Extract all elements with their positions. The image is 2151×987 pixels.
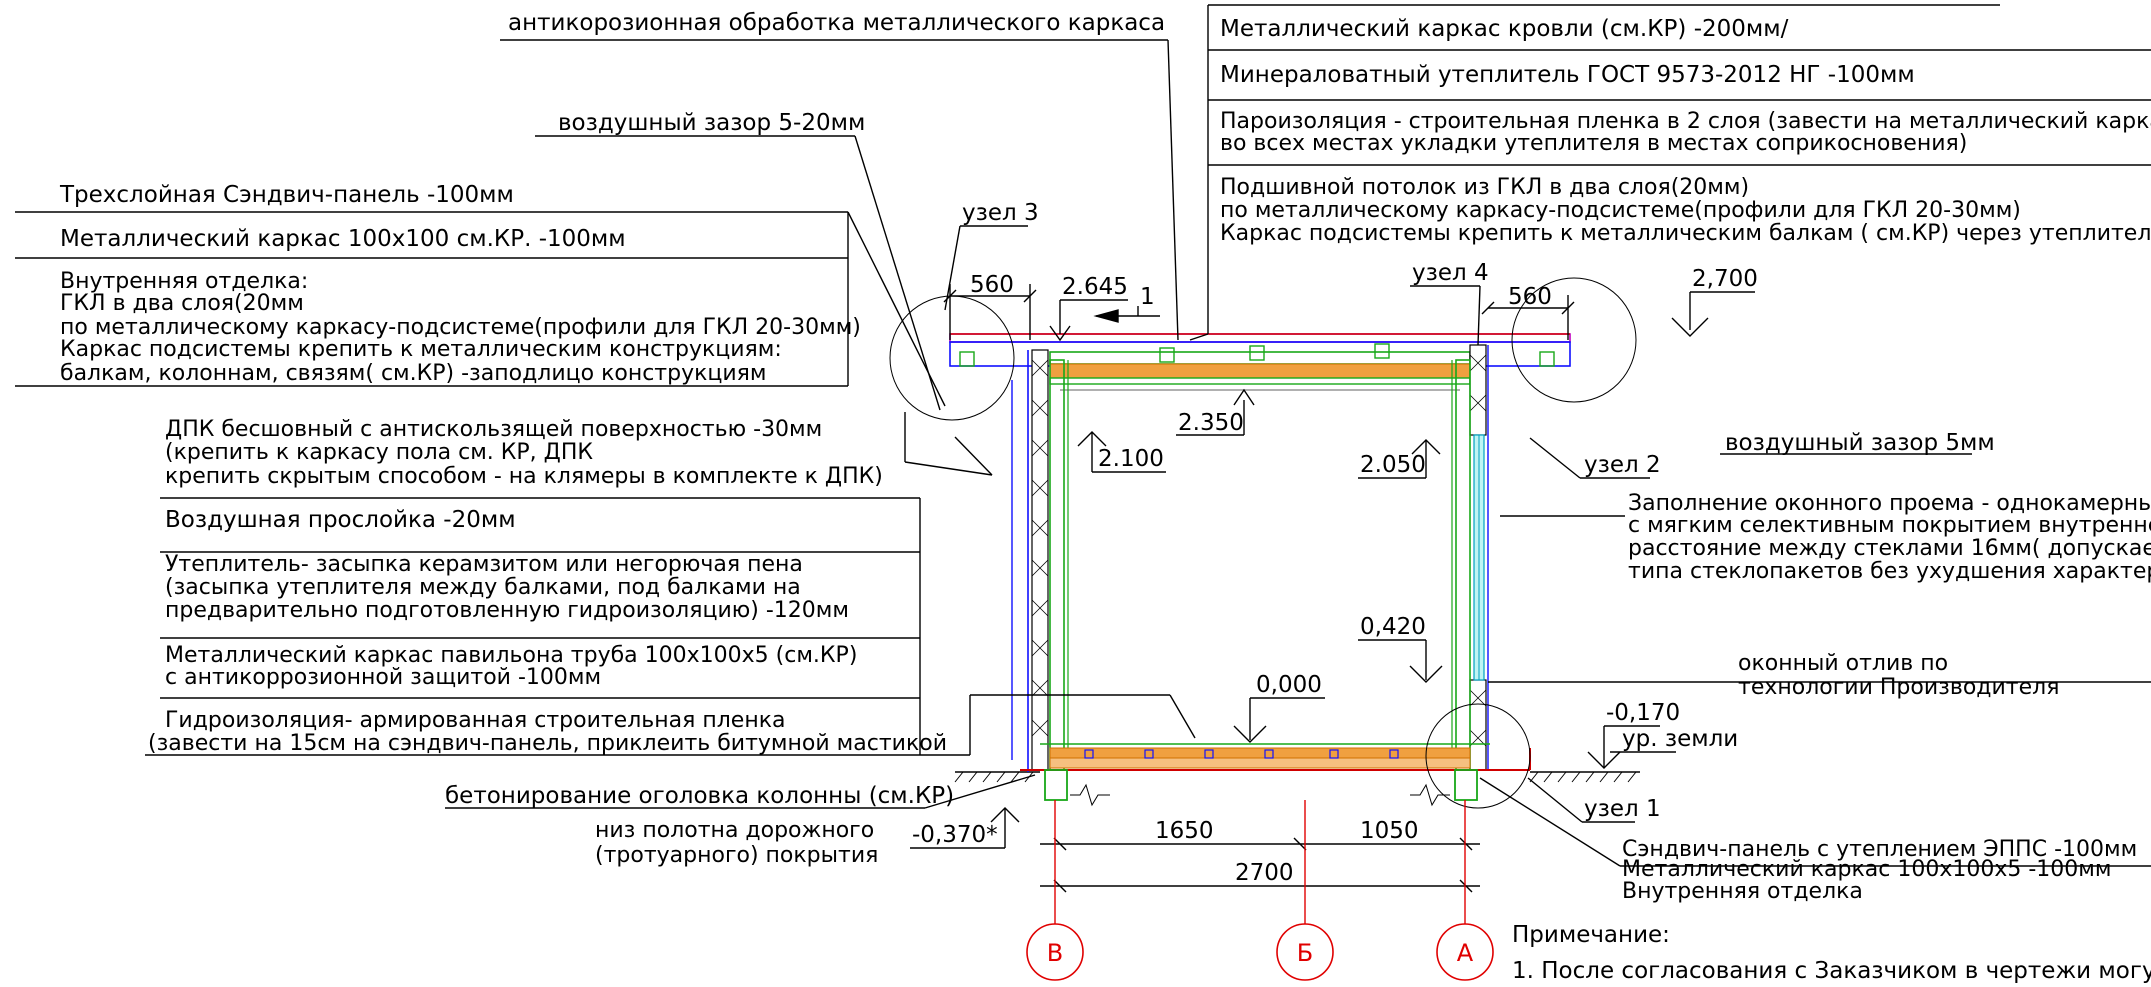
callout-wall-sandwich: Трехслойная Сэндвич-панель -100мм	[59, 182, 514, 208]
axis-label-b: Б	[1297, 939, 1313, 967]
node-label-1: узел 1	[1584, 796, 1661, 822]
dimension-labels: 560 560 1 1650 1050 2700	[970, 272, 1552, 886]
wall-finish-line: ГКЛ в два слоя(20мм	[60, 291, 304, 316]
node-label-4: узел 4	[1412, 260, 1489, 286]
floor-insul-line: Утеплитель- засыпка керамзитом или негор…	[165, 552, 803, 577]
axis-marker-a	[1436, 923, 1494, 981]
sill-line: технологии Производителя	[1738, 675, 2059, 700]
slope-label: 1	[1140, 284, 1155, 310]
floor-dpk-line: ДПК бесшовный с антискользящей поверхнос…	[165, 417, 822, 442]
axis-label-v: В	[1047, 939, 1063, 967]
sill-line: оконный отлив по	[1738, 651, 1948, 676]
floor-frame-line: Металлический каркас павильона труба 100…	[165, 643, 857, 668]
wall-finish-line: Каркас подсистемы крепить к металлически…	[60, 337, 782, 362]
callout-window: Заполнение оконного проема - однокамерны…	[1628, 491, 2151, 584]
level-2350: 2.350	[1178, 410, 1244, 436]
level-0420: 0,420	[1360, 614, 1426, 640]
wall-finish-line: балкам, колоннам, связям( см.КР) -заподл…	[60, 361, 767, 386]
level-2645: 2.645	[1062, 274, 1128, 300]
leader-lines	[15, 4, 2151, 867]
node-label-3: узел 3	[962, 200, 1039, 226]
vapor-line: во всех местах укладки утеплителя в мест…	[1220, 131, 1967, 156]
floor-dpk-line: крепить скрытым способом - на клямеры в …	[165, 464, 883, 489]
note-title: Примечание:	[1512, 922, 1670, 948]
level-2050: 2.050	[1360, 452, 1426, 478]
window-line: расстояние между стеклами 16мм( допускае…	[1628, 536, 2151, 561]
dim-1050: 1050	[1360, 818, 1419, 844]
level-2100: 2.100	[1098, 446, 1164, 472]
level-2700: 2,700	[1692, 266, 1758, 292]
node-label-2: узел 2	[1584, 452, 1661, 478]
level-minus-0170: -0,170	[1606, 700, 1680, 726]
dim-560-left: 560	[970, 272, 1014, 298]
dim-2700: 2700	[1235, 860, 1294, 886]
callout-pavement: низ полотна дорожного (тротуарного) покр…	[595, 818, 878, 868]
dimension-lines	[943, 284, 1575, 893]
callout-sill: оконный отлив по технологии Производител…	[1738, 651, 2059, 700]
floor-insul-line: предварительно подготовленную гидроизоля…	[165, 598, 849, 623]
sandwich-epps-line: Сэндвич-панель с утеплением ЭППС -100мм	[1622, 837, 2137, 862]
callout-vapor: Пароизоляция - строительная пленка в 2 с…	[1220, 109, 2151, 156]
callout-floor-dpk: ДПК бесшовный с антискользящей поверхнос…	[165, 417, 883, 489]
level-minus-0370: -0,370*	[912, 822, 998, 848]
callout-floor-waterproof: Гидроизоляция- армированная строительная…	[148, 708, 947, 756]
floor-frame-line: с антикоррозионной защитой -100мм	[165, 665, 601, 690]
callout-ceiling: Подшивной потолок из ГКЛ в два слоя(20мм…	[1220, 175, 2151, 246]
callout-texts: антикорозионная обработка металлического…	[59, 10, 2151, 984]
callout-column-head: бетонирование оголовка колонны (см.КР)	[445, 783, 954, 809]
level-labels: 2.645 2,700 2.350 2.100 2.050 0,420 0,00…	[912, 266, 1758, 848]
callout-floor-air: Воздушная прослойка -20мм	[165, 507, 516, 533]
pavement-line: низ полотна дорожного	[595, 818, 874, 843]
floor-waterproof-line: (завести на 15см на сэндвич-панель, прик…	[148, 731, 947, 756]
grid-axes: В Б А	[1026, 800, 1494, 981]
axis-marker-b	[1276, 923, 1334, 981]
node-labels: узел 3 узел 4 узел 2 узел 1	[962, 200, 1661, 822]
level-0000: 0,000	[1256, 672, 1322, 698]
pavilion-section	[889, 277, 1640, 809]
wall-finish-line: по металлическому каркасу-подсистеме(про…	[60, 315, 861, 340]
axis-marker-v	[1026, 923, 1084, 981]
window-line: Заполнение оконного проема - однокамерны…	[1628, 491, 2151, 516]
callout-wall-finish: Внутренняя отделка: ГКЛ в два слоя(20мм …	[60, 269, 861, 386]
vapor-line: Пароизоляция - строительная пленка в 2 с…	[1220, 109, 2151, 134]
level-marks	[910, 291, 1755, 849]
sandwich-epps-line: Металлический каркас 100х100х5 -100мм	[1622, 857, 2111, 882]
callout-sandwich-epps: Сэндвич-панель с утеплением ЭППС -100мм …	[1622, 837, 2137, 904]
axis-label-a: А	[1457, 939, 1474, 967]
wall-finish-line: Внутренняя отделка:	[60, 269, 308, 294]
callout-roof-frame: Металлический каркас кровли (см.КР) -200…	[1220, 16, 1789, 42]
ground-level-label: ур. земли	[1622, 726, 1738, 752]
callout-air-gap-5: воздушный зазор 5мм	[1725, 430, 1995, 456]
dim-560-right: 560	[1508, 284, 1552, 310]
floor-waterproof-line: Гидроизоляция- армированная строительная…	[165, 708, 785, 733]
callout-floor-frame: Металлический каркас павильона труба 100…	[165, 643, 857, 690]
ceiling-line: Каркас подсистемы крепить к металлически…	[1220, 221, 2151, 246]
window-line: типа стеклопакетов без ухудшения характе…	[1628, 559, 2151, 584]
callout-wall-frame: Металлический каркас 100х100 см.КР. -100…	[60, 226, 626, 252]
floor-dpk-line: (крепить к каркасу пола см. КР, ДПК	[165, 440, 593, 465]
callout-anticorrosion: антикорозионная обработка металлического…	[508, 10, 1165, 36]
ceiling-line: по металлическому каркасу-подсистеме(про…	[1220, 198, 2021, 223]
floor-insul-line: (засыпка утеплителя между балками, под б…	[165, 575, 801, 600]
ceiling-line: Подшивной потолок из ГКЛ в два слоя(20мм…	[1220, 175, 1749, 200]
callout-air-gap-5-20: воздушный зазор 5-20мм	[558, 110, 865, 136]
callout-floor-insul: Утеплитель- засыпка керамзитом или негор…	[165, 552, 849, 623]
note-item-1: 1. После согласования с Заказчиком в чер…	[1512, 958, 2151, 984]
window-line: с мягким селективным покрытием внутренне…	[1628, 513, 2151, 538]
sandwich-epps-line: Внутренняя отделка	[1622, 879, 1863, 904]
pavement-line: (тротуарного) покрытия	[595, 843, 878, 868]
dim-1650: 1650	[1155, 818, 1214, 844]
callout-roof-insul: Минераловатный утеплитель ГОСТ 9573-2012…	[1220, 62, 1915, 88]
